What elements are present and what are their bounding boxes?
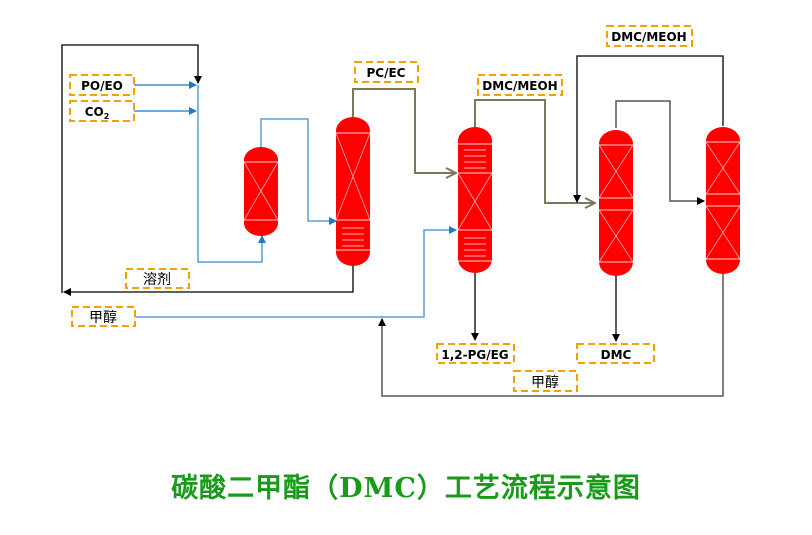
label-dmc-meoh-2: DMC/MEOH — [606, 25, 693, 47]
label-methanol-feed-text: 甲醇 — [89, 309, 117, 326]
diagram-title: 碳酸二甲酯（DMC）工艺流程示意图 — [171, 473, 641, 504]
column-2 — [457, 127, 493, 273]
label-co2: CO2 — [69, 100, 135, 122]
label-co2-text: CO — [85, 105, 104, 119]
label-methanol-recycle-text: 甲醇 — [531, 374, 559, 391]
label-dmc-meoh-1-text: DMC/MEOH — [482, 79, 557, 93]
label-methanol-recycle: 甲醇 — [513, 370, 578, 392]
methanol-feed-line — [135, 226, 457, 318]
line-pc-ec-to-column-2 — [352, 88, 456, 173]
line-reactor-to-column-1 — [260, 118, 337, 225]
label-po-eo: PO/EO — [69, 74, 135, 96]
label-dmc-meoh-1: DMC/MEOH — [477, 74, 563, 96]
label-dmc-meoh-2-text: DMC/MEOH — [611, 30, 686, 44]
label-solvent-text: 溶剂 — [143, 272, 171, 288]
column-1 — [335, 117, 371, 266]
column-3 — [598, 130, 634, 276]
column-4 — [705, 127, 741, 274]
label-pg-eg: 1,2-PG/EG — [436, 343, 515, 364]
label-pg-eg-text: 1,2-PG/EG — [441, 348, 508, 362]
svg-text:CO2: CO2 — [85, 105, 110, 121]
line-column-3-to-column-4 — [615, 100, 705, 205]
recycle-line-dmc-meoh — [573, 55, 724, 203]
label-po-eo-text: PO/EO — [81, 79, 123, 93]
label-dmc-product: DMC — [576, 343, 655, 364]
label-methanol-feed: 甲醇 — [71, 306, 136, 327]
recycle-line-top-left — [61, 44, 202, 293]
reactor-vessel — [243, 147, 279, 236]
label-solvent: 溶剂 — [125, 268, 190, 289]
line-dmc-meoh-to-column-3 — [474, 99, 595, 203]
label-pc-ec: PC/EC — [354, 61, 419, 83]
label-dmc-product-text: DMC — [601, 348, 632, 362]
solvent-recycle-line — [63, 265, 354, 296]
methanol-recycle-line — [378, 274, 724, 397]
label-co2-subscript: 2 — [104, 112, 110, 121]
label-pc-ec-text: PC/EC — [367, 66, 406, 80]
feed-line-to-reactor — [197, 85, 266, 263]
